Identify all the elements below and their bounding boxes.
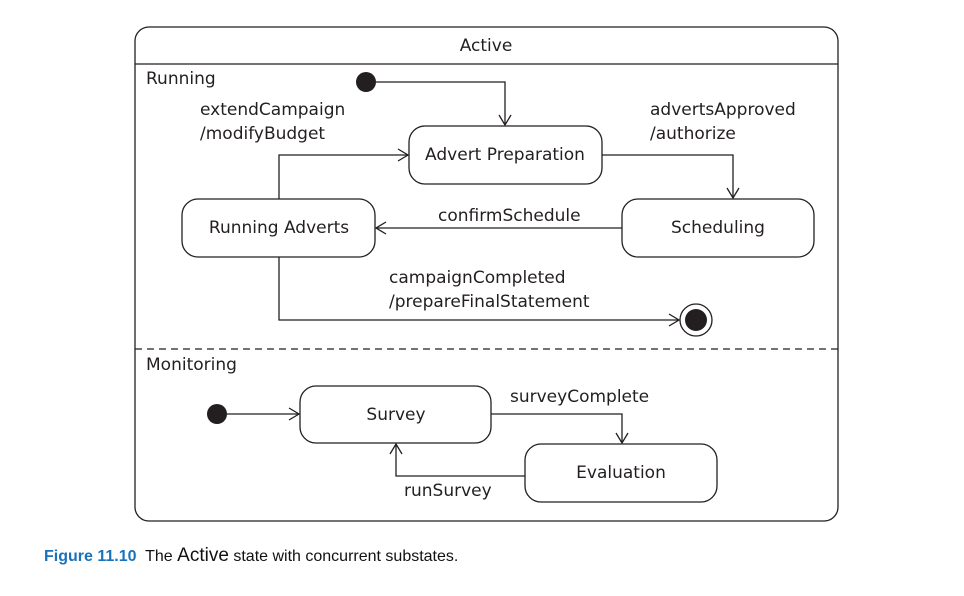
figure-number: Figure 11.10 <box>44 548 137 565</box>
region-label-monitoring: Monitoring <box>146 355 237 375</box>
running-initial-node <box>356 72 376 92</box>
edge-advert-preparation-to-scheduling <box>602 154 734 198</box>
region-label-running: Running <box>146 69 216 89</box>
state-label-scheduling: Scheduling <box>671 218 765 238</box>
state-evaluation <box>524 443 718 503</box>
state-diagram: Active Running Monitoring Advert Prepara… <box>134 26 839 522</box>
label-survey-complete: surveyComplete <box>510 387 649 407</box>
caption-state-name: Active <box>177 545 229 566</box>
figure-caption: Figure 11.10 The Active state with concu… <box>44 545 458 567</box>
edge-running-adverts-to-advert-preparation <box>278 154 408 199</box>
label-extend-campaign: extendCampaign <box>200 100 345 120</box>
edge-running-adverts-to-final <box>278 257 679 321</box>
state-label-evaluation: Evaluation <box>576 463 666 483</box>
arrowhead-initial-to-survey <box>288 407 301 421</box>
arrowhead-evaluation-to-survey <box>389 442 403 455</box>
arrowhead-survey-to-evaluation <box>615 432 629 445</box>
arrowhead-initial-to-advert-preparation <box>498 114 512 127</box>
caption-text-after: state with concurrent substates. <box>233 548 459 565</box>
label-authorize: /authorize <box>650 124 736 144</box>
state-label-advert-preparation: Advert Preparation <box>425 145 585 165</box>
label-adverts-approved: advertsApproved <box>650 100 796 120</box>
arrowhead-advert-preparation-to-scheduling <box>726 187 740 200</box>
arrowhead-running-adverts-to-final <box>668 313 681 327</box>
edge-evaluation-to-survey <box>395 444 525 477</box>
label-run-survey: runSurvey <box>404 481 492 501</box>
running-final-node-inner <box>685 309 707 331</box>
state-label-survey: Survey <box>366 405 425 425</box>
caption-text-before: The <box>145 548 173 565</box>
composite-state-title: Active <box>460 36 513 56</box>
arrowhead-scheduling-to-running-adverts <box>374 221 387 235</box>
state-label-running-adverts: Running Adverts <box>209 218 349 238</box>
edge-survey-to-evaluation <box>491 413 623 443</box>
monitoring-initial-node <box>207 404 227 424</box>
arrowhead-running-adverts-to-advert-preparation <box>397 148 410 162</box>
label-modify-budget: /modifyBudget <box>200 124 325 144</box>
label-confirm-schedule: confirmSchedule <box>438 206 581 226</box>
edge-initial-to-advert-preparation <box>376 81 506 125</box>
label-campaign-completed: campaignCompleted <box>389 268 566 288</box>
label-prepare-final-statement: /prepareFinalStatement <box>389 292 590 312</box>
